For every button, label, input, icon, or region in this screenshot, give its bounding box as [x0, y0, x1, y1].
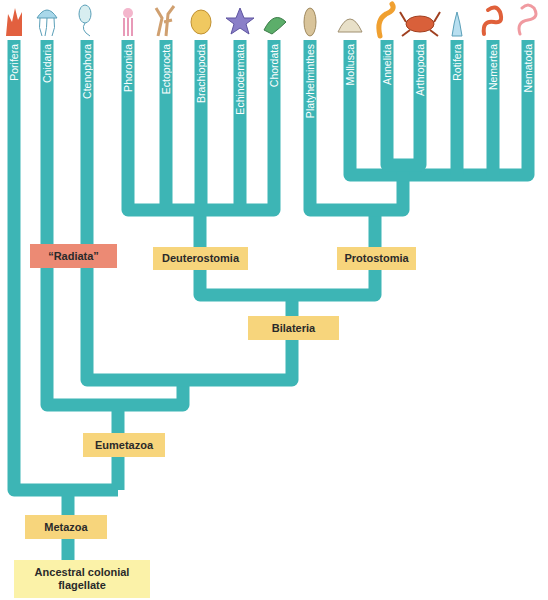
taxon-name: Annelida	[381, 44, 393, 85]
taxon-name: Ctenophora	[81, 44, 93, 99]
taxon-name: Nematoda	[522, 44, 534, 92]
annelid-icon	[379, 4, 393, 36]
branch	[487, 40, 500, 175]
root-box: Ancestral colonial flagellate	[14, 560, 150, 598]
crab-legs	[400, 12, 440, 36]
taxon-name: Arthropoda	[414, 44, 426, 96]
branch	[234, 40, 247, 210]
taxon-name: Platyhelminthes	[304, 44, 316, 118]
clade-box: Protostomia	[337, 247, 416, 270]
taxon-name: Ectoprocta	[160, 44, 172, 94]
taxon-name: Mollusca	[344, 44, 356, 85]
branch	[160, 40, 173, 210]
taxon-name: Rotifera	[451, 44, 463, 81]
jellyfish-tentacles	[39, 18, 54, 36]
comb-jelly-icon	[79, 5, 91, 23]
sponge-icon	[6, 8, 22, 36]
clade-name: “Radiata”	[48, 250, 99, 263]
crab-icon	[406, 16, 434, 32]
comb-jelly-tentacle	[83, 23, 90, 36]
branch	[47, 40, 183, 405]
jellyfish-icon	[37, 10, 57, 18]
taxon-name: Brachiopoda	[195, 44, 207, 103]
rotifer-icon	[452, 12, 462, 36]
animal-icons	[6, 4, 536, 36]
taxon-name: Chordata	[268, 44, 280, 87]
clade-box: Metazoa	[25, 515, 107, 539]
clade-name: Protostomia	[344, 252, 408, 265]
chordate-icon	[264, 18, 286, 35]
bryozoan-icon	[156, 6, 174, 36]
taxon-name: Nemertea	[487, 44, 499, 90]
branch	[195, 40, 208, 210]
mollusc-icon	[338, 19, 362, 32]
branch	[350, 40, 528, 175]
brachiopod-icon	[191, 10, 211, 34]
branch	[451, 40, 464, 175]
clade-name: Bilateria	[272, 322, 315, 335]
taxon-name: Cnidaria	[41, 44, 53, 83]
phoronid-icon	[124, 16, 132, 36]
clade-box-red: “Radiata”	[30, 244, 117, 268]
nematode-icon	[519, 5, 536, 34]
clade-name: Deuterostomia	[162, 252, 239, 265]
tree-branches	[14, 40, 528, 592]
clade-name: Ancestral colonial flagellate	[17, 566, 147, 592]
clade-box: Bilateria	[248, 316, 339, 340]
branch	[128, 40, 274, 210]
clade-box: Deuterostomia	[153, 247, 248, 270]
clade-box: Eumetazoa	[83, 433, 165, 457]
branch	[14, 40, 118, 490]
taxon-name: Phoronida	[122, 44, 134, 92]
clade-name: Eumetazoa	[95, 439, 153, 452]
sea-star-icon	[226, 8, 254, 34]
taxon-name: Porifera	[8, 44, 20, 81]
nemertean-icon	[484, 7, 501, 34]
clade-name: Metazoa	[44, 521, 87, 534]
taxon-name: Echinodermata	[234, 44, 246, 115]
phoronid-crown	[123, 8, 133, 18]
flatworm-icon	[304, 8, 316, 36]
